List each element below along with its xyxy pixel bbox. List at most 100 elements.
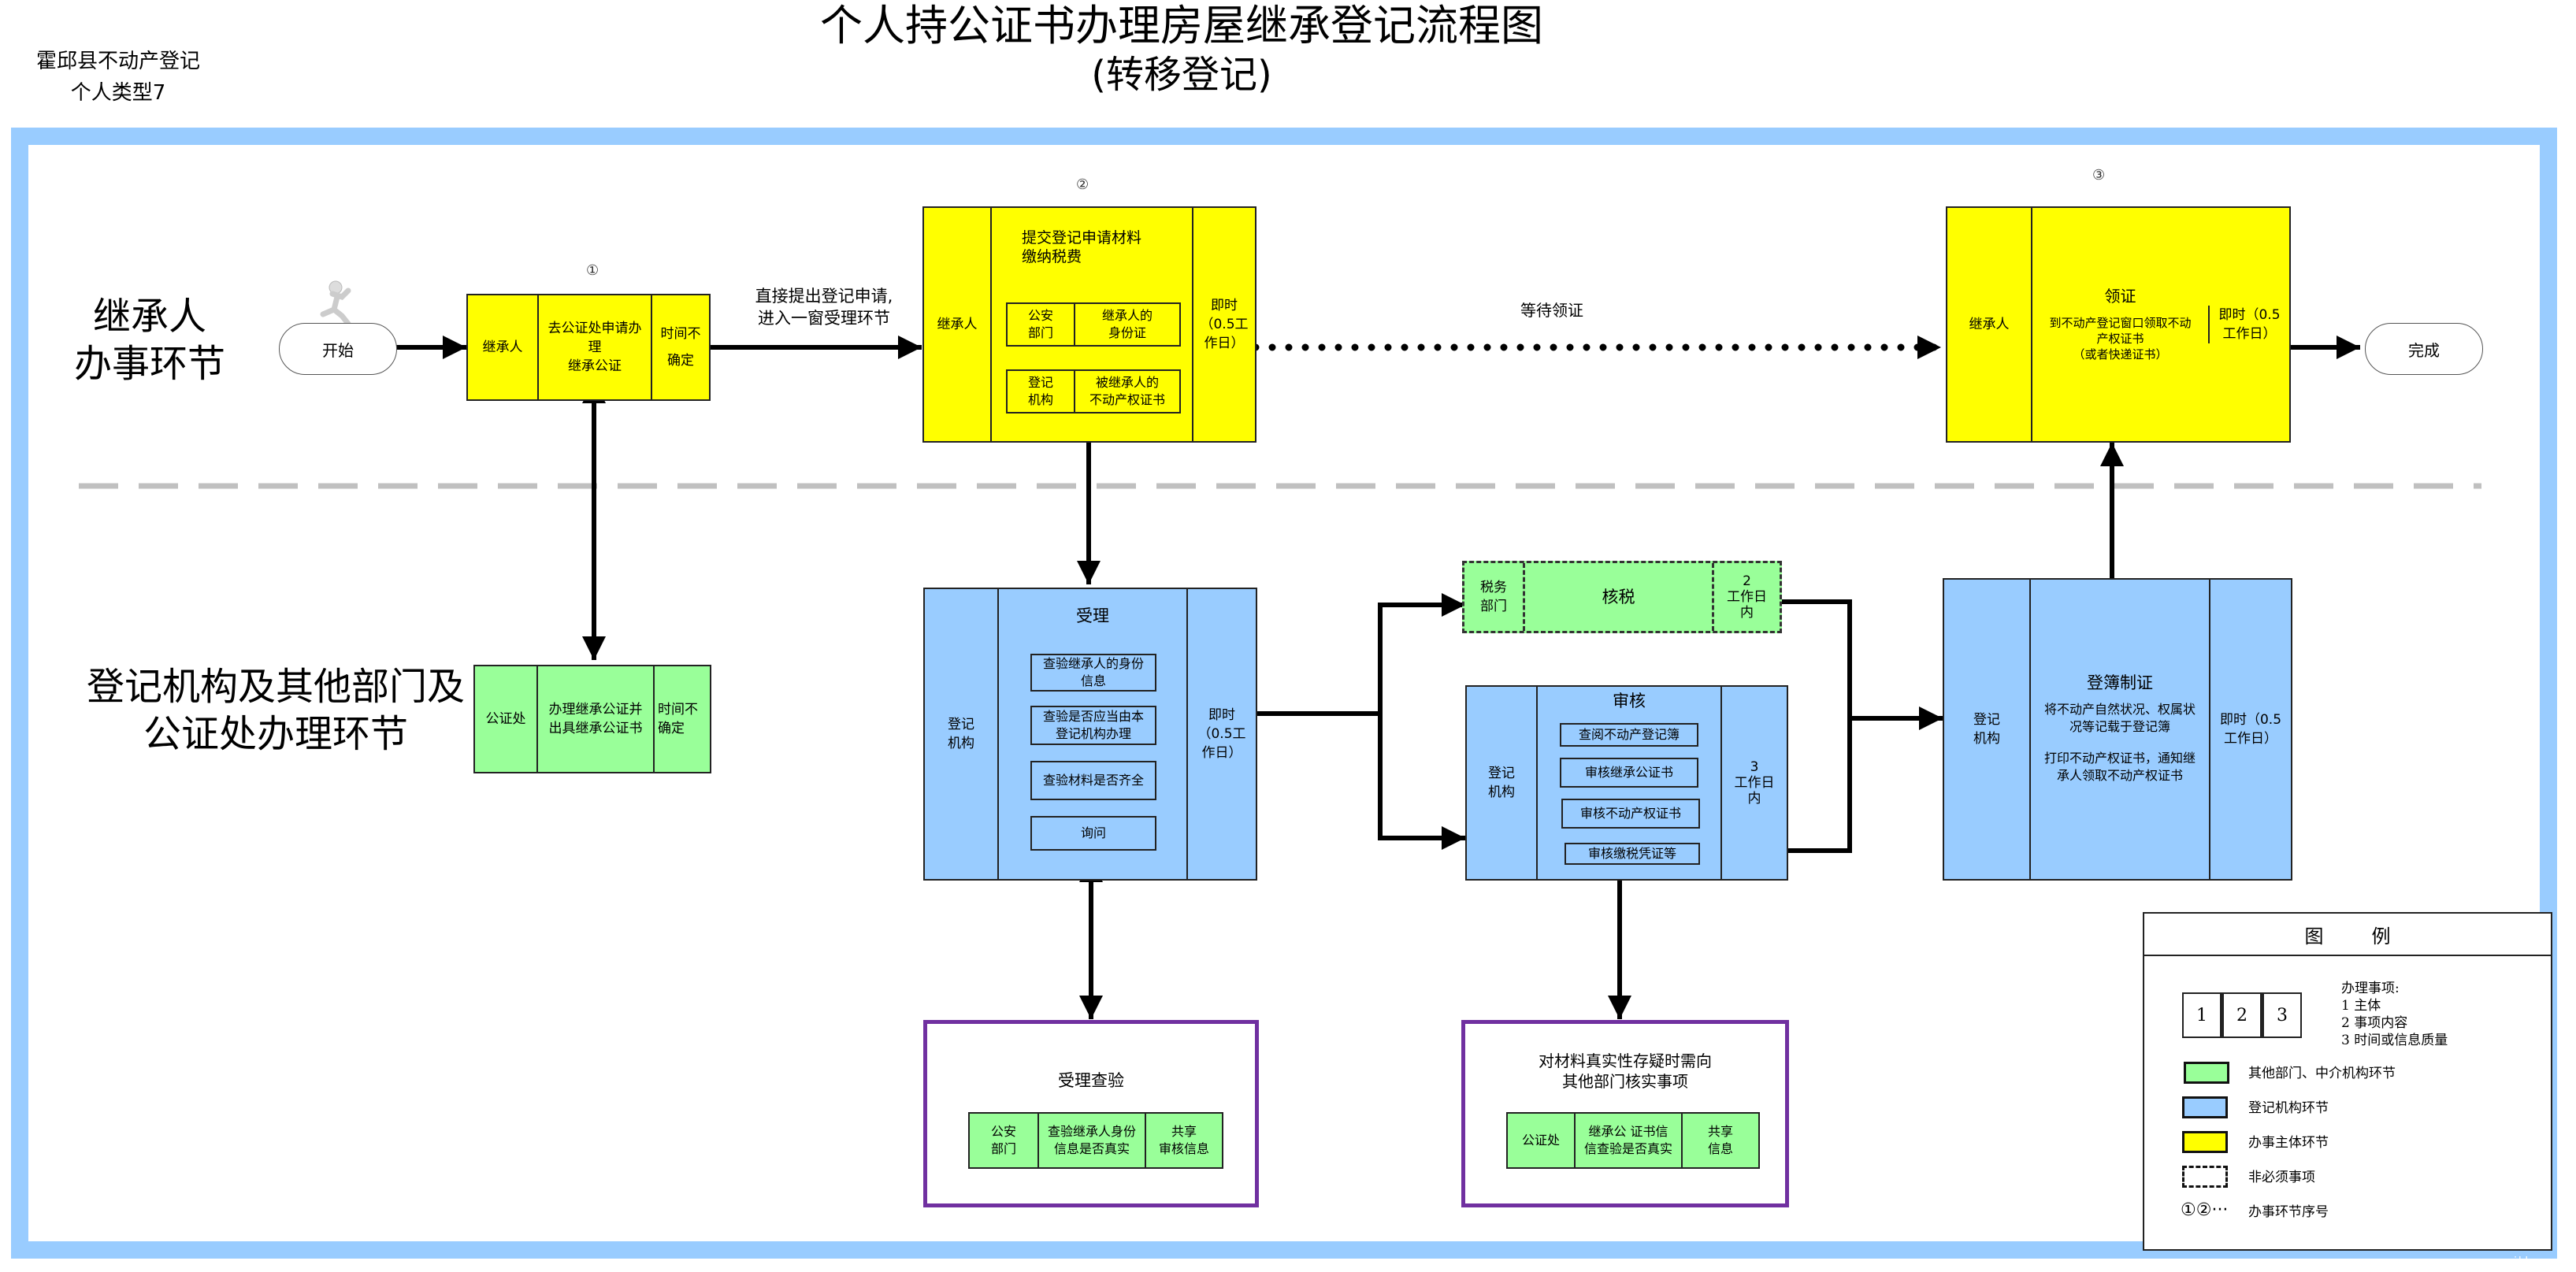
text-line: 将不动产自然状况、权属状 [2043,702,2196,717]
org-type: 个人类型7 [70,81,166,105]
end-node[interactable]: 完成 [2365,323,2483,375]
review-subject: 登记 机构 [1467,687,1536,879]
step1-content: 去公证处申请办理 继承公证 [537,295,651,399]
lane-label-line: 公证处办理环节 [143,712,408,756]
text-line: 查验是否应当由本 [1042,709,1144,724]
step3-content: 领证 到不动产登记窗口领取不动 产权证书 （或者快递证书） [2031,208,2208,441]
verify1-title: 受理查验 [1058,1071,1124,1090]
lane-label-agencies: 登记机构及其他部门及 公证处办理环节 [63,663,488,758]
notary-box[interactable]: 公证处 办理继承公证并 出具继承公证书 时间不 确定 [473,665,711,773]
legend-label-dashed: 非必须事项 [2248,1170,2315,1185]
text-line: 公证处 [1521,1133,1560,1148]
review-content: 审核 查阅不动产登记簿 审核继承公证书 审核不动产权证书 审核缴税凭证等 [1536,687,1720,879]
text-line: 工作日） [2222,326,2277,342]
text-line: 直接提出登记申请, [755,287,893,306]
step1-time: 时间不 确定 [651,295,709,399]
notary-time: 时间不 确定 [653,666,710,772]
legend-title: 图 例 [2144,914,2551,956]
text-line: 信息 [1707,1141,1733,1156]
register-content: 登簿制证 将不动产自然状况、权属状 况等记载于登记簿 打印不动产权证书，通知继 … [2029,580,2209,879]
text-line: 机构 [1027,392,1053,407]
text-line: 工作日 [1727,589,1767,605]
accept-item: 查验是否应当由本 登记机构办理 [1030,706,1156,745]
text-line: 即时（0.5 [2219,712,2282,728]
legend-label-green: 其他部门、中介机构环节 [2248,1066,2396,1081]
text-line: 公安 [1027,308,1053,323]
accept-item: 询问 [1030,816,1156,851]
accept-title: 受理 [1076,606,1109,625]
legend-box: 1 [2182,992,2222,1038]
tax-subject: 税务 部门 [1464,563,1523,631]
text-line: 身份证 [1108,325,1146,340]
tax-content: 核税 [1523,563,1712,631]
text-line: 公安 [990,1124,1016,1139]
text-line: 承人领取不动产权证书 [2056,768,2183,783]
verify1-cell: 公安 部门 [970,1114,1037,1167]
watermark: wjbhcs.co [2505,1255,2565,1268]
verify1-cell: 共享 审核信息 [1145,1114,1222,1167]
accept-time: 即时 （0.5工 作日） [1186,589,1256,879]
verify1-row: 公安 部门 查验继承人身份 信息是否真实 共享 审核信息 [968,1112,1223,1169]
text-line: 信息 [1080,673,1106,688]
lane-label-line: 办事环节 [73,342,225,386]
lane-label-line: 登记机构及其他部门及 [86,665,465,709]
step3-time: 即时（0.5 工作日） [2208,306,2289,343]
verify2-row: 公证处 继承公 证书信 信查验是否真实 共享 信息 [1506,1112,1760,1169]
connector-tax-merge [1782,599,1852,853]
verify2-box[interactable]: 对材料真实性存疑时需向 其他部门核实事项 公证处 继承公 证书信 信查验是否真实… [1461,1020,1789,1207]
text-line: 去公证处申请办理 [547,321,642,355]
wait-label: 等待领证 [1520,301,1583,320]
step2-title: 提交登记申请材料 缴纳税费 [1022,228,1141,266]
step2-box[interactable]: 继承人 提交登记申请材料 缴纳税费 公安 部门 继承人的 身份证 登记 机构 被… [922,206,1256,443]
verify2-title: 对材料真实性存疑时需向 其他部门核实事项 [1465,1051,1785,1092]
text-line: 到不动产登记窗口领取不动 [2049,316,2192,330]
notary-content: 办理继承公证并 出具继承公证书 [536,666,653,772]
text-line: （或者快递证书） [2073,347,2168,362]
review-box[interactable]: 登记 机构 审核 查阅不动产登记簿 审核继承公证书 审核不动产权证书 审核缴税凭… [1465,685,1788,881]
text-line: 部门 [1027,325,1053,340]
verify2-cell: 公证处 [1508,1114,1574,1167]
text-line: 确定 [658,721,685,736]
text-line: 提交登记申请材料 [1022,229,1142,247]
text-line: 确定 [667,353,694,369]
start-node[interactable]: 开始 [279,323,397,375]
step1-box[interactable]: 继承人 去公证处申请办理 继承公证 时间不 确定 [466,294,711,401]
text-line: 税务 [1480,580,1507,595]
org-label: 霍邱县不动产登记 个人类型7 [16,46,221,109]
text-line: 3 [1750,759,1759,775]
verify1-cell: 查验继承人身份 信息是否真实 [1037,1114,1145,1167]
text-line: 1 主体 [2341,998,2381,1014]
review-item: 审核不动产权证书 [1561,799,1700,829]
running-person-icon [314,280,369,328]
text-line: 登记 [1027,375,1053,390]
text-line: 内 [1747,791,1761,807]
legend-label-yellow: 办事主体环节 [2248,1135,2329,1151]
text-line: （0.5工 [1200,317,1249,332]
lane-label-line: 继承人 [92,295,206,339]
text-line: 登记 [948,717,974,732]
register-box[interactable]: 登记 机构 登簿制证 将不动产自然状况、权属状 况等记载于登记簿 打印不动产权证… [1943,578,2292,881]
register-title: 登簿制证 [2087,673,2153,692]
step3-title: 领证 [2104,287,2136,306]
step2-item: 公安 部门 继承人的 身份证 [1006,302,1181,347]
text-line: 时间不 [658,702,698,718]
text-line: 缴纳税费 [1022,248,1082,265]
legend-box: 2 [2222,992,2262,1038]
text-line: 作日） [1204,336,1245,351]
tax-box[interactable]: 税务 部门 核税 2 工作日 内 [1462,561,1782,633]
text-line: 作日） [1201,745,1242,761]
text-line: 况等记载于登记簿 [2069,719,2170,734]
text-line: 即时（0.5 [2218,307,2281,323]
lane-label-applicant: 继承人 办事环节 [47,293,252,388]
step2-item: 登记 机构 被继承人的 不动产权证书 [1006,369,1181,413]
accept-box[interactable]: 登记 机构 受理 查验继承人的身份 信息 查验是否应当由本 登记机构办理 查验材… [923,588,1257,881]
text-line: 机构 [1488,784,1515,800]
step3-box[interactable]: 继承人 领证 到不动产登记窗口领取不动 产权证书 （或者快递证书） 即时（0.5… [1946,206,2291,443]
text-line: 登记 [1973,712,2000,728]
item-doc: 继承人的 身份证 [1074,304,1179,345]
verify1-box[interactable]: 受理查验 公安 部门 查验继承人身份 信息是否真实 共享 审核信息 [923,1020,1259,1207]
verify2-cell: 继承公 证书信 信查验是否真实 [1574,1114,1681,1167]
text-line: 机构 [948,736,974,751]
arrow-accept-tax [1257,593,1465,716]
arrow1-label: 直接提出登记申请, 进入一窗受理环节 [728,285,920,329]
